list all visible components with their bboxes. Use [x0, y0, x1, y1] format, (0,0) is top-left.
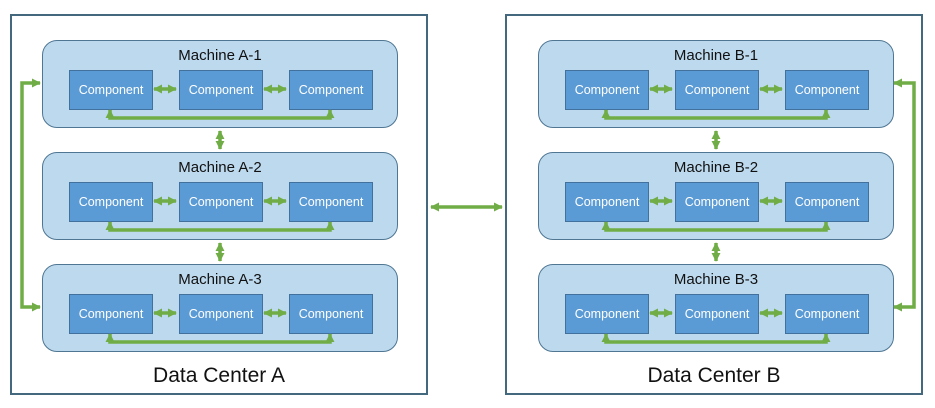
machine-b-3-label: Machine B-3 — [673, 271, 759, 288]
machine-a-1-component-3: Component — [289, 70, 373, 110]
machine-b-1: Machine B-1 Component Component Componen… — [538, 40, 894, 128]
machine-b-2-component-2: Component — [675, 182, 759, 222]
machine-b-3-component-3: Component — [785, 294, 869, 334]
machine-b-3-component-2: Component — [675, 294, 759, 334]
machine-b-2-label: Machine B-2 — [673, 159, 759, 176]
machine-a-2-component-1: Component — [69, 182, 153, 222]
machine-b-3: Machine B-3 Component Component Componen… — [538, 264, 894, 352]
machine-a-1-component-1: Component — [69, 70, 153, 110]
machine-a-1-component-2: Component — [179, 70, 263, 110]
machine-a-2-label: Machine A-2 — [178, 159, 262, 176]
machine-a-1: Machine A-1 Component Component Componen… — [42, 40, 398, 128]
machine-b-1-component-3: Component — [785, 70, 869, 110]
machine-a-3-component-1: Component — [69, 294, 153, 334]
machine-b-2: Machine B-2 Component Component Componen… — [538, 152, 894, 240]
machine-b-2-component-1: Component — [565, 182, 649, 222]
machine-a-2-component-3: Component — [289, 182, 373, 222]
datacenter-a-label: Data Center A — [153, 364, 285, 387]
machine-b-1-label: Machine B-1 — [673, 47, 759, 64]
machine-a-1-label: Machine A-1 — [178, 47, 262, 64]
machine-b-3-component-1: Component — [565, 294, 649, 334]
machine-b-1-component-1: Component — [565, 70, 649, 110]
datacenter-b-label: Data Center B — [647, 364, 781, 387]
machine-a-3-component-3: Component — [289, 294, 373, 334]
machine-b-1-component-2: Component — [675, 70, 759, 110]
machine-b-2-component-3: Component — [785, 182, 869, 222]
machine-a-2: Machine A-2 Component Component Componen… — [42, 152, 398, 240]
machine-a-2-component-2: Component — [179, 182, 263, 222]
machine-a-3-label: Machine A-3 — [178, 271, 262, 288]
machine-a-3-component-2: Component — [179, 294, 263, 334]
machine-a-3: Machine A-3 Component Component Componen… — [42, 264, 398, 352]
